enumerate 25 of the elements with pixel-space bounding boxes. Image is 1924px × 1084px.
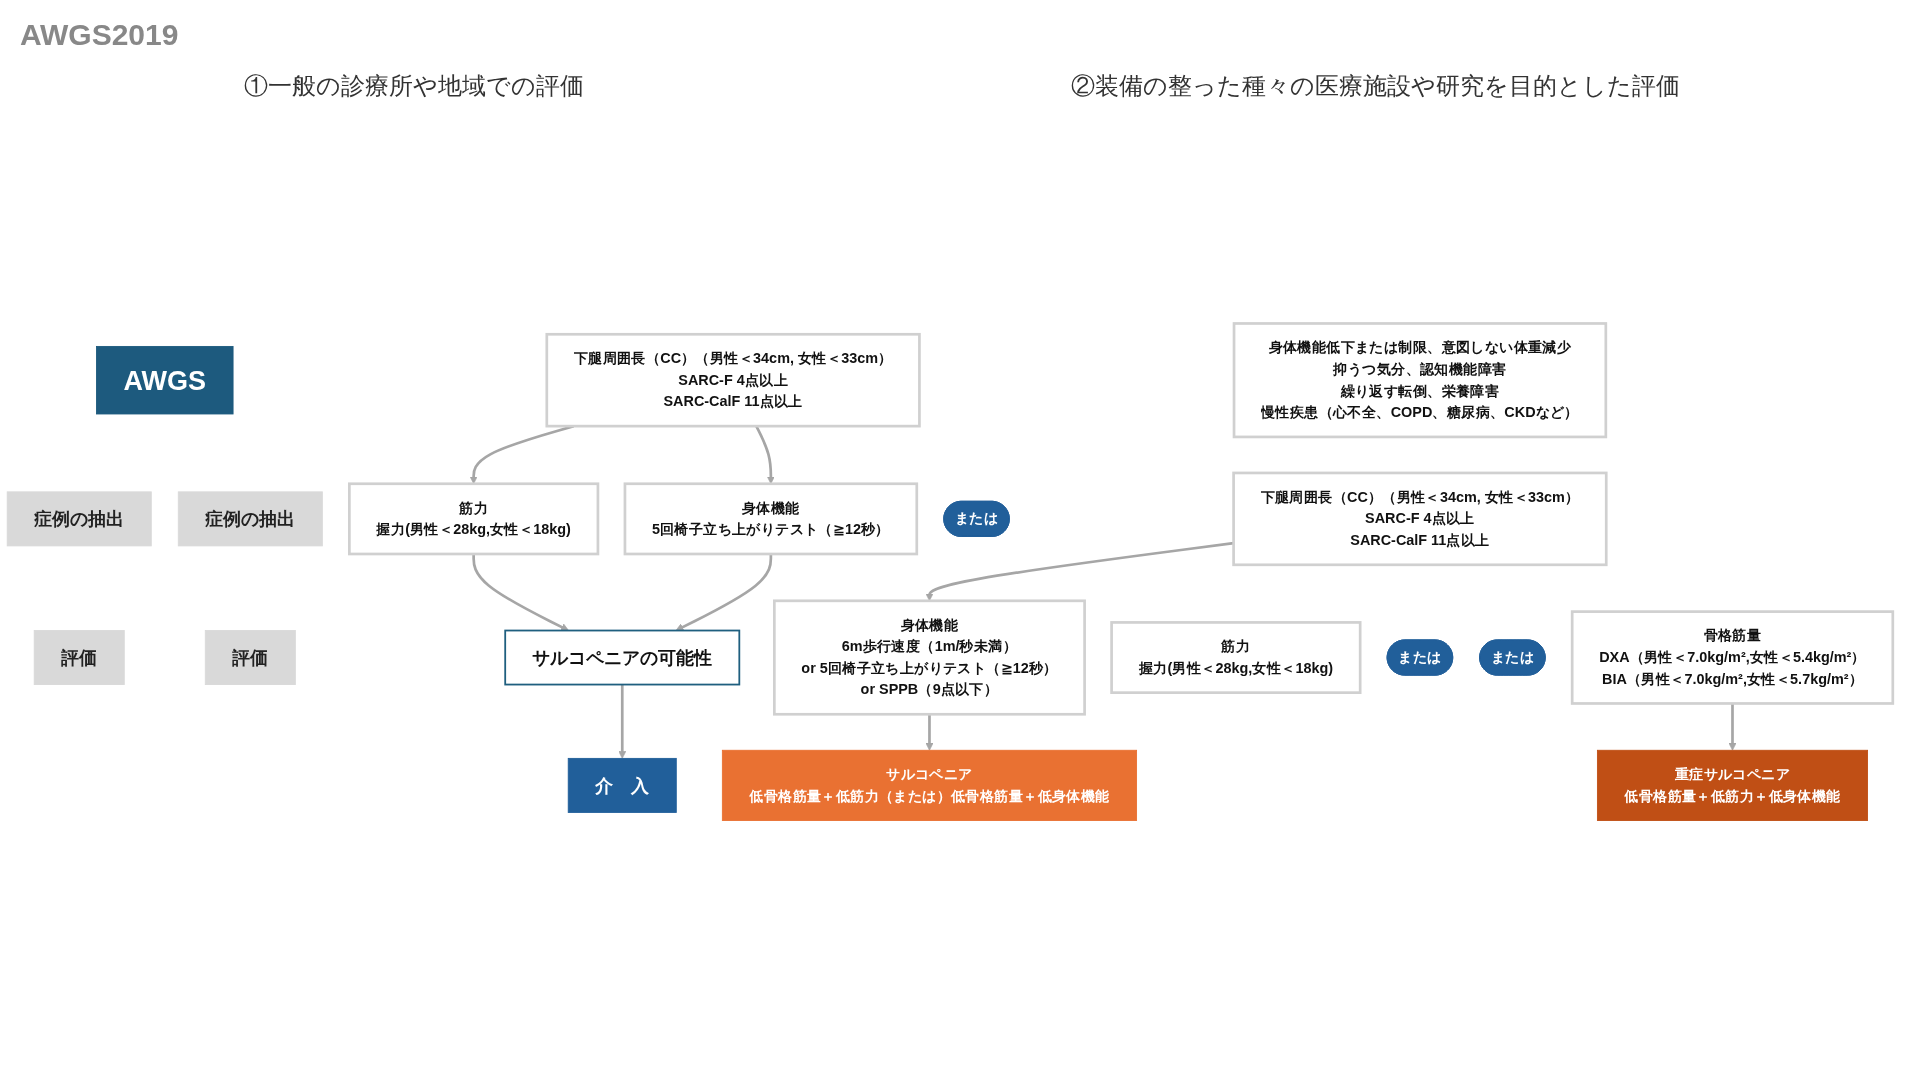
node-box: サルコペニアの可能性 — [504, 629, 741, 686]
arrow — [472, 554, 569, 631]
node-box: 介 入 — [567, 757, 677, 813]
node-box: 身体機能 5回椅子立ち上がりテスト（≧12秒） — [623, 482, 919, 556]
arrow — [618, 684, 627, 759]
node-box: 重症サルコペニア 低骨格筋量＋低筋力＋低身体機能 — [1596, 749, 1868, 821]
node-box: 症例の抽出 — [177, 491, 323, 547]
node-box: 評価 — [204, 630, 296, 685]
node-box: 身体機能 6m歩行速度（1m/秒未満） or 5回椅子立ち上がりテスト（≧12秒） or SPPB（9点以下） — [773, 599, 1086, 716]
node-box: 身体機能低下または制限、意図しない体重減少 抑うつ気分、認知機能障害 繰り返す転倒、栄養障害 慢性疾患（心不全、COPD、糖尿病、CKDなど） — [1232, 322, 1608, 439]
arrow — [675, 554, 773, 631]
section-heading: ②装備の整った種々の医療施設や研究を目的とした評価 — [1071, 71, 1681, 101]
section-heading: ①一般の診療所や地域での評価 — [243, 71, 584, 101]
node-box: 症例の抽出 — [6, 491, 152, 547]
node-box: 下腿周囲長（CC）（男性＜34cm, 女性＜33cm） SARC-F 4点以上 SARC-CalF 11点以上 — [545, 332, 921, 428]
node-box: 評価 — [33, 630, 125, 685]
arrow — [1728, 703, 1737, 751]
node-box: 下腿周囲長（CC）（男性＜34cm, 女性＜33cm） SARC-F 4点以上 SARC-CalF 11点以上 — [1232, 471, 1608, 567]
subtitle: AWGS2019 — [20, 18, 179, 52]
node-box: 筋力 握力(男性＜28kg,女性＜18kg) — [1110, 621, 1362, 694]
arrow — [925, 714, 934, 751]
node-box: 骨格筋量 DXA（男性＜7.0kg/m²,女性＜5.4kg/m²） BIA（男性＜7.0kg/m²,女性＜5.7kg/m²） — [1570, 610, 1895, 705]
node-box: AWGS — [96, 346, 234, 415]
node-box: サルコペニア 低骨格筋量＋低筋力（または）低骨格筋量＋低身体機能 — [721, 749, 1137, 821]
node-box: 筋力 握力(男性＜28kg,女性＜18kg) — [348, 482, 600, 556]
